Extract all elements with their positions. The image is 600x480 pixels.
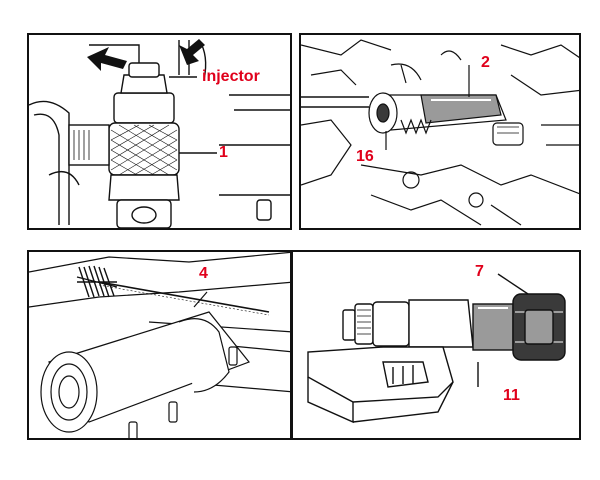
panel-tool-inserted: 2 16: [299, 33, 581, 230]
panel-injector-tool-fit: injector 1: [27, 33, 292, 230]
panel-tool-assembly: 7 11: [291, 250, 581, 440]
callout-7: 7: [475, 263, 484, 280]
callout-16: 16: [356, 148, 374, 165]
illustration-panel-4: [307, 273, 566, 424]
callout-2: 2: [481, 54, 490, 71]
illustration-panel-1: [29, 39, 290, 228]
callout-11: 11: [503, 387, 520, 404]
callout-1: 1: [219, 144, 228, 161]
arrow-icon: [87, 39, 205, 71]
illustration-panel-3: [29, 252, 290, 438]
callout-injector: injector: [202, 68, 260, 85]
panel-brush-cleaning: 4: [27, 250, 292, 440]
illustration-panel-2: [301, 39, 579, 226]
callout-4: 4: [199, 265, 208, 282]
